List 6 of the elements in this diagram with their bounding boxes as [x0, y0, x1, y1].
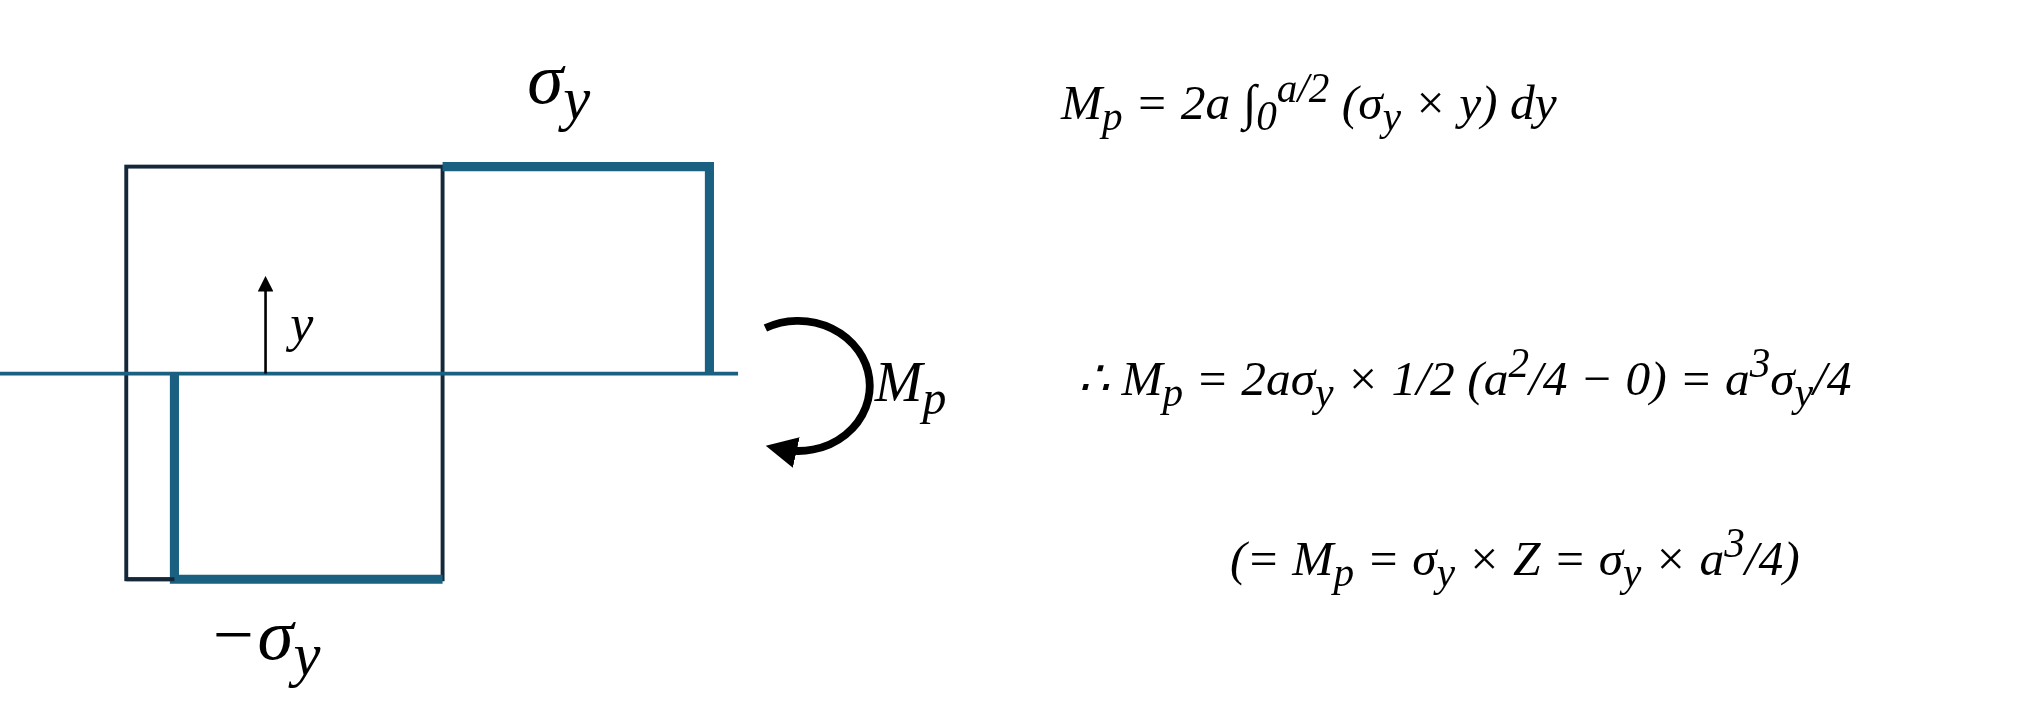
moment-label: M$_{p}$ [874, 349, 947, 426]
stress-label: σ$_{y}$ [527, 36, 591, 133]
formula: M$_{p}$ = 2a ∫$_{0}$$^{a/2}$ (σ$_{y}$ × y) dy [1060, 65, 1557, 141]
formula: (= M$_{p}$ = σ$_{y}$ × Z = σ$_{y}$ × a$^{3}$/4) [1230, 520, 1800, 597]
stress-label: −σ$_{y}$ [208, 592, 321, 689]
formula: ∴ M$_{p}$ = 2aσ$_{y}$ × 1/2 (a$^{2}$/4 − 0) = a$^{3}$σ$_{y}$/4 [1077, 341, 1852, 417]
